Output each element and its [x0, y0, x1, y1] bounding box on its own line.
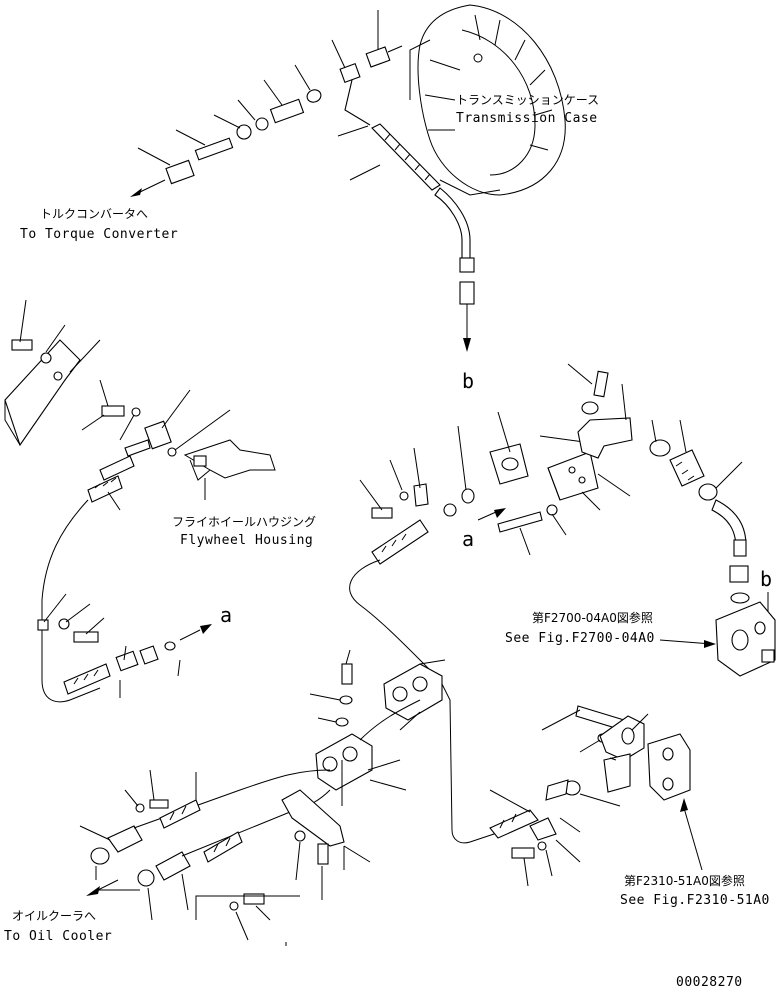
marker-a-left: a: [220, 603, 232, 627]
leader-lines-left-lower: [43, 593, 181, 698]
marker-b-top: b: [462, 369, 474, 393]
leader-lines-bottom-left: [79, 649, 421, 946]
transmission-case-label-en: Transmission Case: [456, 111, 598, 126]
leader-lines-bottom-right: [489, 709, 649, 887]
lower-right-fittings: [489, 705, 703, 871]
leader-lines-left: [19, 299, 231, 511]
oil-cooler-label-en: To Oil Cooler: [4, 929, 112, 944]
see-fig-1-label-en: See Fig.F2700-04A0: [505, 631, 655, 646]
flywheel-housing-sketch: [183, 439, 276, 500]
marker-b-right: b: [760, 567, 772, 591]
top-fitting-chain: [130, 45, 403, 197]
leader-lines-top: [137, 10, 381, 181]
leader-lines-center: [359, 411, 631, 556]
see-fig-2-label-en: See Fig.F2310-51A0: [620, 893, 770, 908]
right-elbow-assembly: [577, 370, 750, 604]
leader-lines-right-top: [567, 363, 743, 489]
long-hose-loop: [349, 559, 501, 844]
valve-block-right: [659, 601, 776, 677]
left-lower-fittings: [37, 618, 212, 695]
lower-manifold: [315, 659, 446, 791]
see-fig-2-label-jp: 第F2310-51A0図参照: [624, 873, 745, 888]
flywheel-housing-label-jp: フライホイールハウジング: [172, 515, 316, 529]
lower-hoses-left: [90, 769, 345, 911]
torque-converter-label-en: To Torque Converter: [20, 227, 178, 242]
see-fig-1-label-jp: 第F2700-04A0図参照: [532, 610, 653, 625]
left-bracket-assembly: [4, 339, 177, 703]
drawing-number: 00028270: [676, 975, 743, 990]
flywheel-housing-label-en: Flywheel Housing: [180, 533, 313, 548]
oil-cooler-label-jp: オイルクーラへ: [12, 909, 96, 923]
marker-a-center: a: [462, 527, 474, 551]
transmission-hose: [371, 123, 475, 352]
transmission-case-label-jp: トランスミッションケース: [456, 93, 599, 107]
torque-converter-label-jp: トルクコンバータへ: [40, 207, 148, 221]
center-fittings: [371, 438, 599, 565]
